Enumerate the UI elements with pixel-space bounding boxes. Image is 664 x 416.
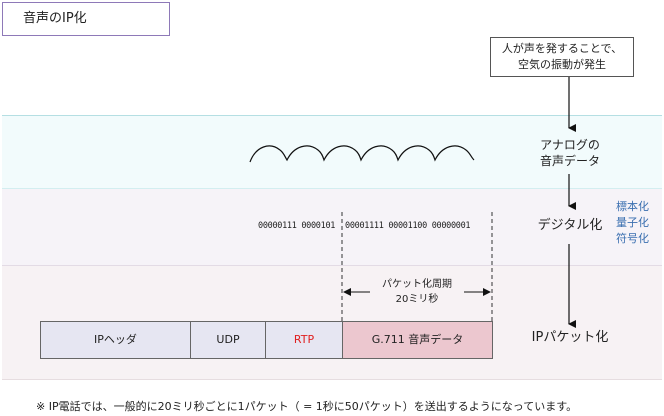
packet-period: パケット化周期 20ミリ秒 <box>372 277 462 307</box>
vibration-note-line1: 人が声を発することで、 <box>501 42 623 55</box>
vibration-note: 人が声を発することで、 空気の振動が発生 <box>490 37 634 77</box>
analog-wave <box>249 145 475 163</box>
segment-voice-data: G.711 音声データ <box>342 321 493 359</box>
segment-udp: UDP <box>190 321 266 359</box>
bits-left: 00000111 0000101 <box>258 221 336 231</box>
bits-right: 00001111 00001100 00000001 <box>345 221 471 231</box>
digital-label: デジタル化 <box>522 218 618 234</box>
sampling-label: 標本化 <box>616 200 649 213</box>
ip-label: IPパケット化 <box>515 330 625 346</box>
footnote: ※ IP電話では、一般的に20ミリ秒ごとに1パケット（ = 1秒に50パケット）… <box>36 400 578 413</box>
quantization-label: 量子化 <box>616 216 649 229</box>
segment-ip-header: IPヘッダ <box>40 321 191 359</box>
segment-rtp: RTP <box>265 321 343 359</box>
packet-period-line1: パケット化周期 <box>382 279 452 290</box>
analog-label-line2: 音声データ <box>539 154 600 168</box>
page-title: 音声のIP化 <box>2 2 170 36</box>
encoding-label: 符号化 <box>616 232 649 245</box>
analog-band <box>2 115 662 189</box>
analog-label-line1: アナログの <box>540 138 600 152</box>
vibration-note-line2: 空気の振動が発生 <box>518 58 606 71</box>
analog-label: アナログの 音声データ <box>512 137 628 169</box>
packet-period-line2: 20ミリ秒 <box>395 294 439 305</box>
